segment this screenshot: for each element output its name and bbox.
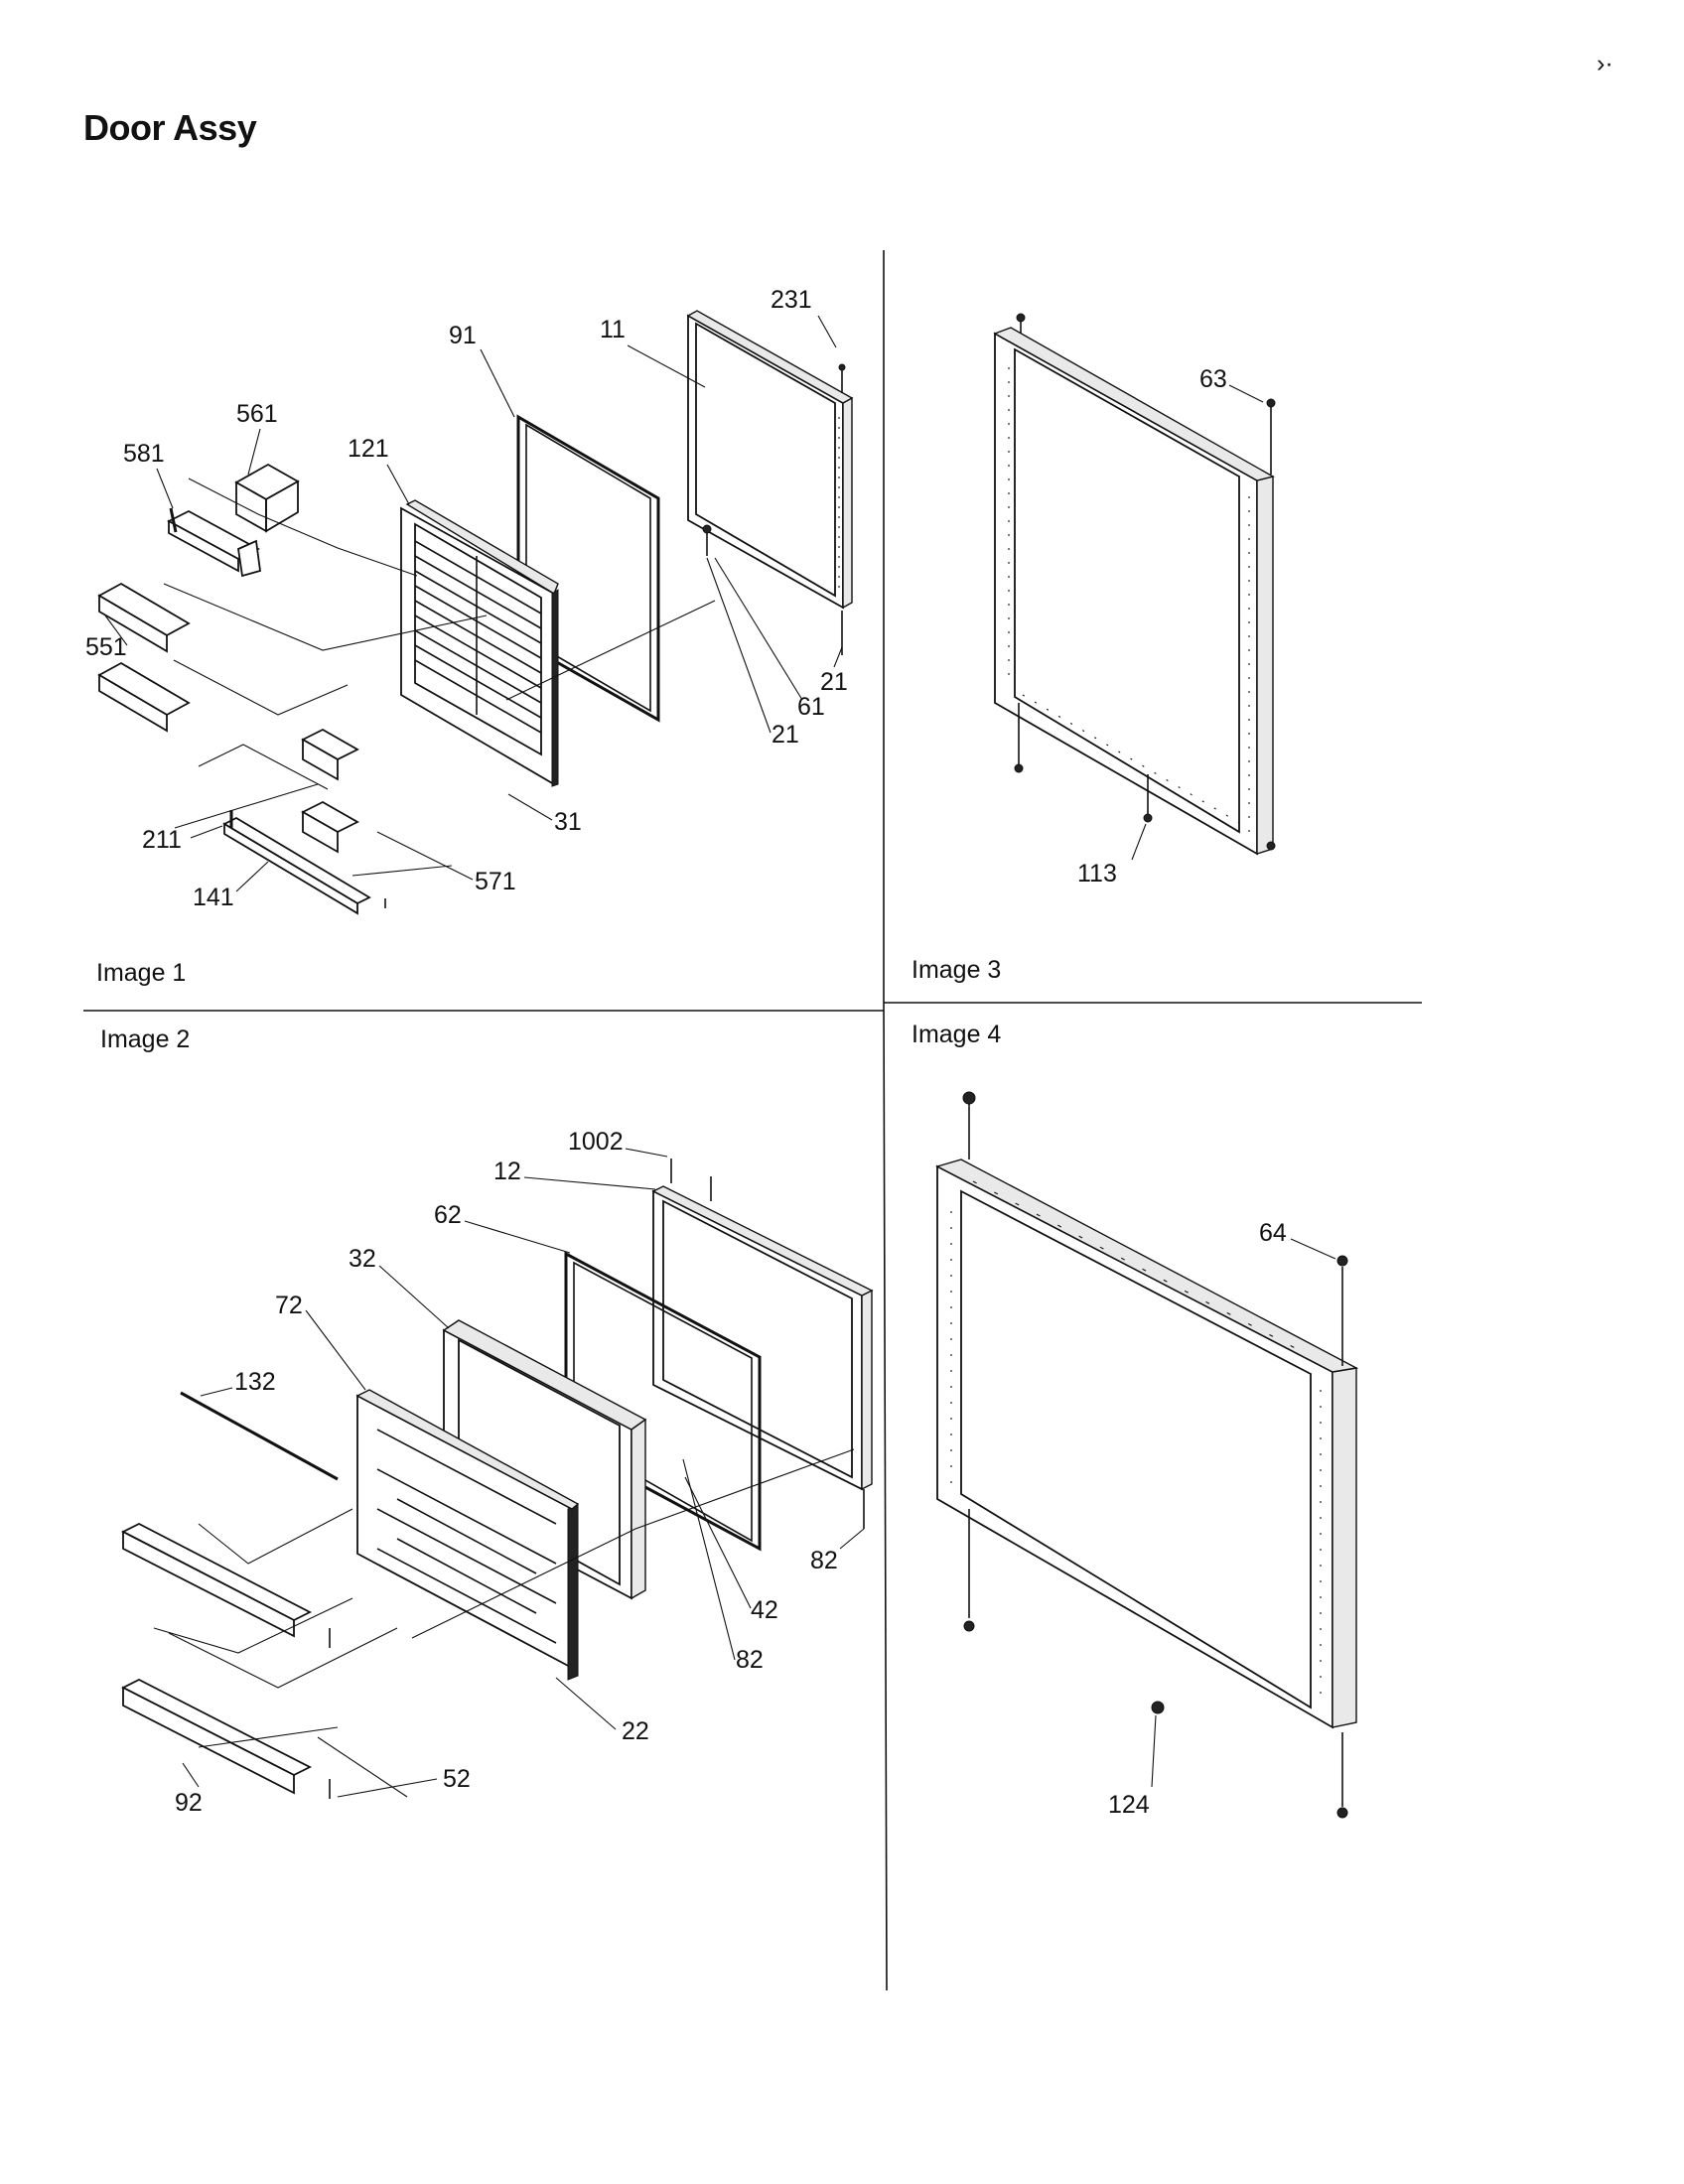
callout-1002: 1002	[568, 1128, 624, 1156]
callout-121: 121	[348, 435, 389, 463]
bracket-581	[167, 507, 261, 578]
callout-64: 64	[1259, 1219, 1287, 1247]
image4-freezer-frame: 64 124	[935, 1091, 1359, 1819]
callout-31: 31	[554, 808, 582, 836]
assembly-lines-image1	[163, 478, 716, 877]
callout-21-right: 21	[820, 668, 848, 696]
callout-141: 141	[193, 884, 234, 911]
callout-124: 124	[1108, 1791, 1150, 1819]
callout-22: 22	[622, 1717, 649, 1745]
callout-61: 61	[797, 693, 825, 721]
callout-551: 551	[85, 633, 127, 661]
callout-561: 561	[236, 400, 278, 428]
callout-82-left: 82	[736, 1646, 764, 1674]
callout-12: 12	[493, 1158, 521, 1185]
panel-label-image-1: Image 1	[96, 959, 187, 987]
callout-211: 211	[142, 826, 182, 854]
image1-door-assembly: 231 11 91 561 581 121 551 21 61 21 211 3…	[85, 286, 854, 915]
callout-32: 32	[349, 1245, 376, 1273]
callout-91: 91	[449, 322, 477, 349]
callout-21-left: 21	[772, 721, 799, 749]
panel-dividers	[83, 250, 1422, 1991]
callout-52: 52	[443, 1765, 471, 1793]
door-shelf-551	[97, 582, 191, 733]
panel-label-image-2: Image 2	[100, 1025, 191, 1053]
callout-132: 132	[234, 1368, 276, 1396]
callout-113: 113	[1077, 860, 1117, 887]
door-bar-141	[222, 810, 386, 915]
callout-11: 11	[600, 316, 626, 343]
callout-72: 72	[275, 1292, 303, 1319]
page-title: Door Assy	[83, 107, 257, 148]
image1-callouts: 231 11 91 561 581 121 551 21 61 21 211 3…	[85, 286, 848, 911]
image2-freezer-door: 1002 12 62 32 72 132 82 42 82 22 52 92	[121, 1128, 874, 1817]
door-outer-panel	[686, 310, 854, 610]
dairy-door-561	[234, 463, 300, 533]
callout-231: 231	[771, 286, 812, 314]
callout-42: 42	[751, 1596, 778, 1624]
door-bin-571	[301, 728, 359, 854]
panel-label-image-3: Image 3	[912, 956, 1002, 984]
callout-82-right: 82	[810, 1547, 838, 1574]
callout-92: 92	[175, 1789, 203, 1817]
callout-581: 581	[123, 440, 165, 468]
callout-571: 571	[475, 868, 516, 895]
callout-63: 63	[1199, 365, 1227, 393]
callout-62: 62	[434, 1201, 462, 1229]
stray-mark: ›·	[1597, 50, 1614, 77]
image3-door-frame: 63 113	[993, 313, 1276, 887]
door-inner-liner	[400, 499, 559, 787]
panel-label-image-4: Image 4	[912, 1021, 1002, 1048]
